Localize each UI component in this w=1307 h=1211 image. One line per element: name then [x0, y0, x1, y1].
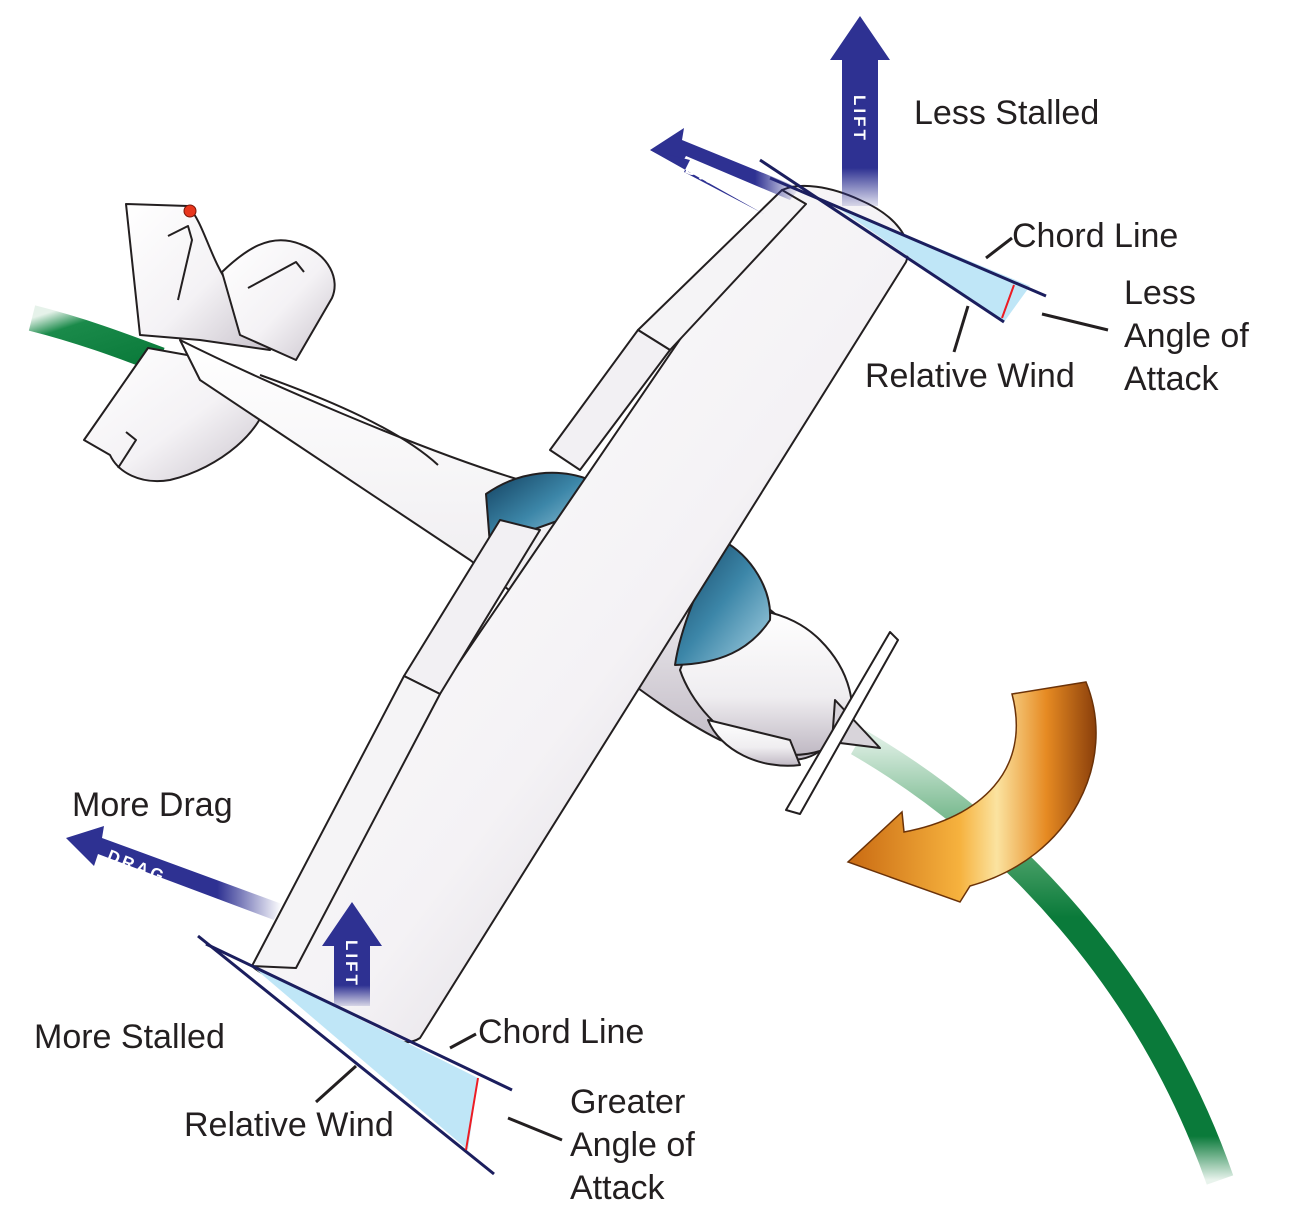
label-chord-line-bottom: Chord Line — [478, 1013, 644, 1051]
chord-line-bottom — [205, 942, 513, 1092]
label-relative-wind-bottom: Relative Wind — [184, 1106, 394, 1144]
label-greater-aoa-line3: Attack — [570, 1169, 665, 1207]
leader-relwind-top — [952, 305, 970, 353]
aoa-marker-top — [1001, 284, 1015, 319]
aoa-wedge-top — [832, 204, 1030, 322]
lift-arrow-top-label: LIFT — [850, 95, 869, 143]
flight-path-nose-segment — [850, 729, 1234, 1185]
leader-chord-bottom — [449, 1032, 477, 1050]
leader-chord-top — [985, 236, 1013, 260]
leader-aoa-bottom — [507, 1116, 563, 1142]
label-relative-wind-top: Relative Wind — [865, 357, 1075, 395]
label-less-aoa-line3: Attack — [1124, 360, 1219, 398]
leader-aoa-top — [1041, 312, 1109, 332]
flap-upper — [549, 329, 671, 471]
lift-arrow-top: LIFT — [830, 16, 890, 206]
top-wingtip-forces: LIFT DRAG Less Stalled Chord Line Relati… — [650, 16, 1249, 398]
bottom-wingtip-forces: LIFT DRAG More Drag More Stalled Chord L… — [34, 786, 695, 1207]
lower-cowl — [707, 719, 801, 767]
lift-arrow-bottom: LIFT — [322, 902, 382, 1006]
airplane — [83, 184, 910, 1044]
propeller — [785, 631, 899, 815]
horizontal-stabilizer-upper — [221, 239, 336, 361]
relative-wind-line-bottom — [197, 934, 495, 1176]
rotation-arrow — [846, 681, 1097, 903]
relative-wind-line-top — [759, 158, 1005, 324]
label-less-aoa-line1: Less — [1124, 274, 1196, 312]
leader-relwind-bottom — [314, 1064, 358, 1104]
label-less-stalled: Less Stalled — [914, 94, 1099, 132]
fuselage-stripe — [259, 374, 439, 466]
label-chord-line-top: Chord Line — [1012, 217, 1178, 255]
label-greater-aoa-line1: Greater — [570, 1083, 685, 1121]
label-more-drag: More Drag — [72, 786, 233, 824]
lift-arrow-bottom-label: LIFT — [342, 940, 361, 988]
label-less-aoa-line2: Angle of — [1124, 317, 1249, 355]
aoa-marker-bottom — [465, 1077, 479, 1151]
tail-beacon-light — [183, 204, 197, 218]
rudder-line — [167, 225, 193, 301]
drag-arrow-bottom: DRAG — [66, 826, 282, 920]
elevator-line-lower — [117, 431, 137, 469]
label-more-stalled: More Stalled — [34, 1018, 225, 1056]
elevator-line-upper — [247, 261, 305, 289]
aileron-lower — [251, 675, 441, 969]
aoa-wedge-bottom — [252, 966, 478, 1150]
label-greater-aoa-line2: Angle of — [570, 1126, 695, 1164]
